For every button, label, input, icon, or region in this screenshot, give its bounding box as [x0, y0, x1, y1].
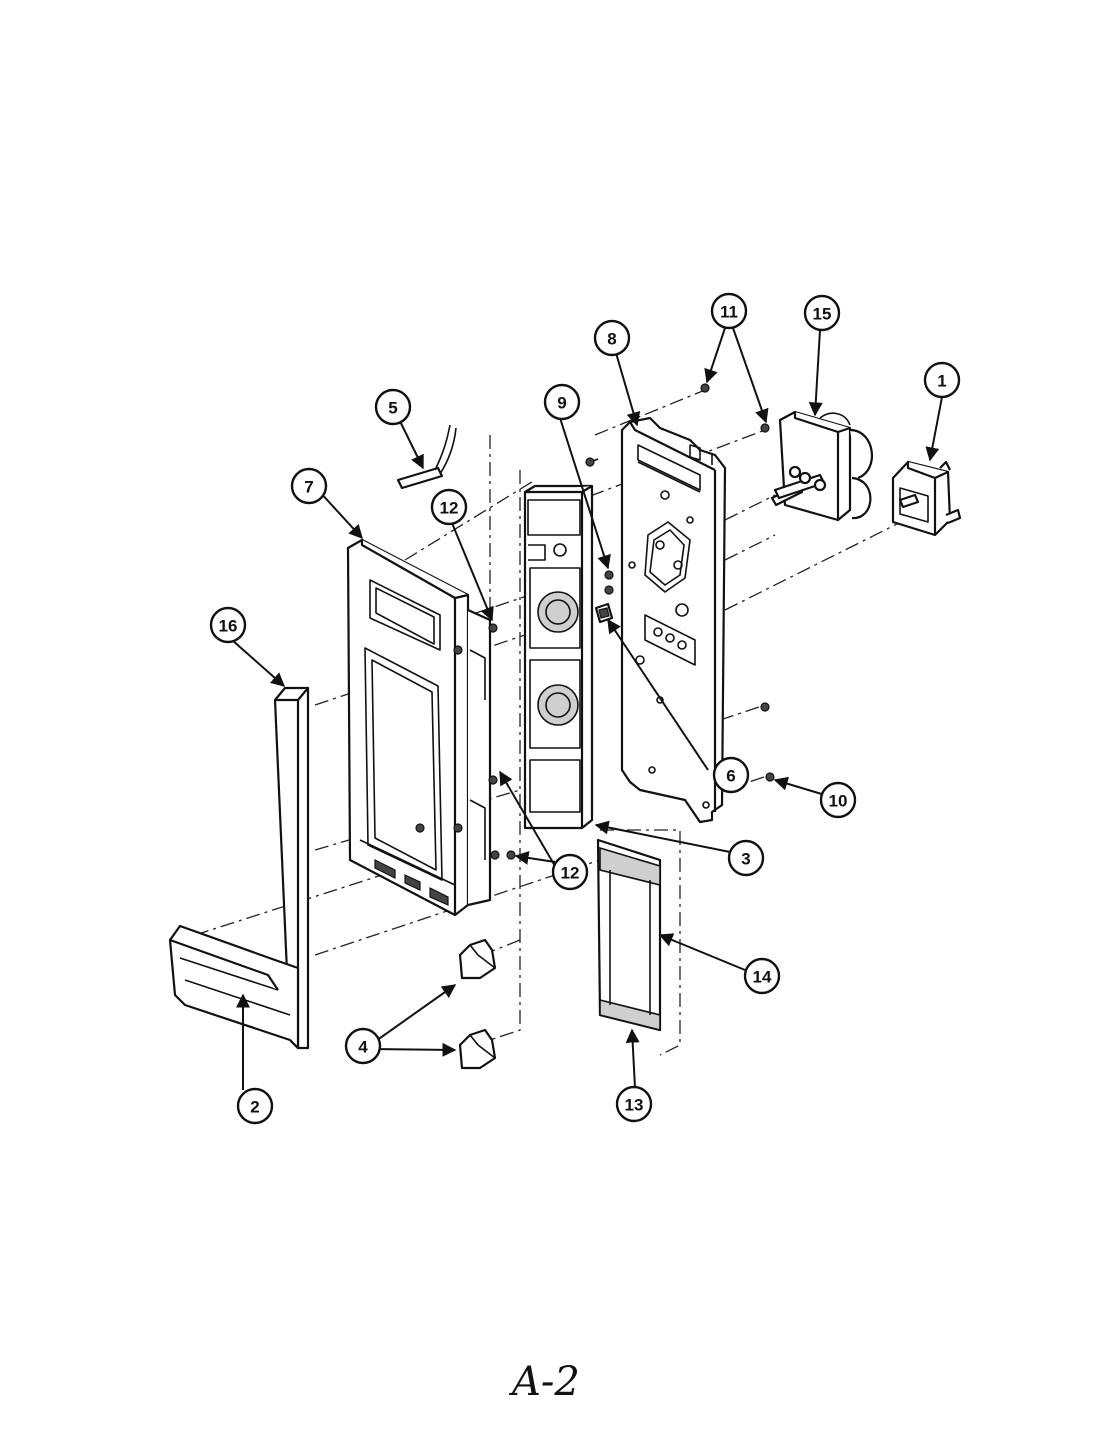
callout-2-label: 2 [250, 1098, 259, 1117]
callout-6: 6 [712, 756, 750, 794]
leader-lines [231, 327, 943, 1090]
callout-8: 8 [593, 319, 631, 357]
callout-4-label: 4 [358, 1038, 368, 1057]
callout-13: 13 [615, 1085, 653, 1123]
callout-6-label: 6 [726, 767, 735, 786]
callout-1: 1 [923, 361, 961, 399]
callout-13-label: 13 [625, 1096, 644, 1115]
callout-5: 5 [374, 388, 412, 426]
callout-11-label: 11 [720, 303, 738, 322]
callout-10: 10 [819, 781, 857, 819]
part-15-timer-motor [770, 410, 873, 522]
callout-10-label: 10 [829, 792, 848, 811]
part-2-bottom-trim [168, 924, 300, 1050]
part-10-screws [760, 702, 775, 782]
part-6-switch-clip [594, 602, 614, 624]
callout-16-label: 16 [219, 617, 238, 636]
callout-14-label: 14 [753, 968, 772, 987]
callout-15: 15 [803, 294, 841, 332]
page-label: A-2 [508, 1359, 580, 1405]
part-11-screws [585, 383, 770, 467]
callout-9: 9 [543, 383, 581, 421]
part-4-knobs [458, 938, 497, 1070]
callout-7: 7 [290, 467, 328, 505]
callout-7-label: 7 [304, 478, 313, 497]
part-1-switch [891, 460, 962, 537]
callout-11: 11 [710, 292, 748, 330]
part-13-cover-panel [596, 838, 662, 1032]
part-14-insulation-strip [609, 870, 651, 1015]
callout-16: 16 [209, 606, 247, 644]
callout-5-label: 5 [388, 399, 397, 418]
callout-3: 3 [727, 839, 765, 877]
callout-14: 14 [743, 957, 781, 995]
callout-3-label: 3 [741, 850, 750, 869]
part-7-door-panel [346, 538, 492, 917]
part-3-control-panel [523, 484, 594, 830]
part-9-screws [604, 570, 614, 595]
part-12-screws [488, 623, 516, 860]
callout-12-upper-label: 12 [440, 499, 459, 518]
callout-9-label: 9 [557, 394, 566, 413]
callout-8-label: 8 [607, 330, 616, 349]
part-5-hinge-pin [396, 424, 457, 490]
callout-1-label: 1 [937, 372, 946, 391]
callout-2: 2 [236, 1087, 274, 1125]
callout-4: 4 [344, 1027, 382, 1065]
part-8-bracket-plate [620, 416, 727, 824]
callout-12-lower-label: 12 [561, 864, 580, 883]
callout-12-lower: 12 [551, 853, 589, 891]
callout-12-upper: 12 [430, 488, 468, 526]
callout-15-label: 15 [813, 305, 832, 324]
